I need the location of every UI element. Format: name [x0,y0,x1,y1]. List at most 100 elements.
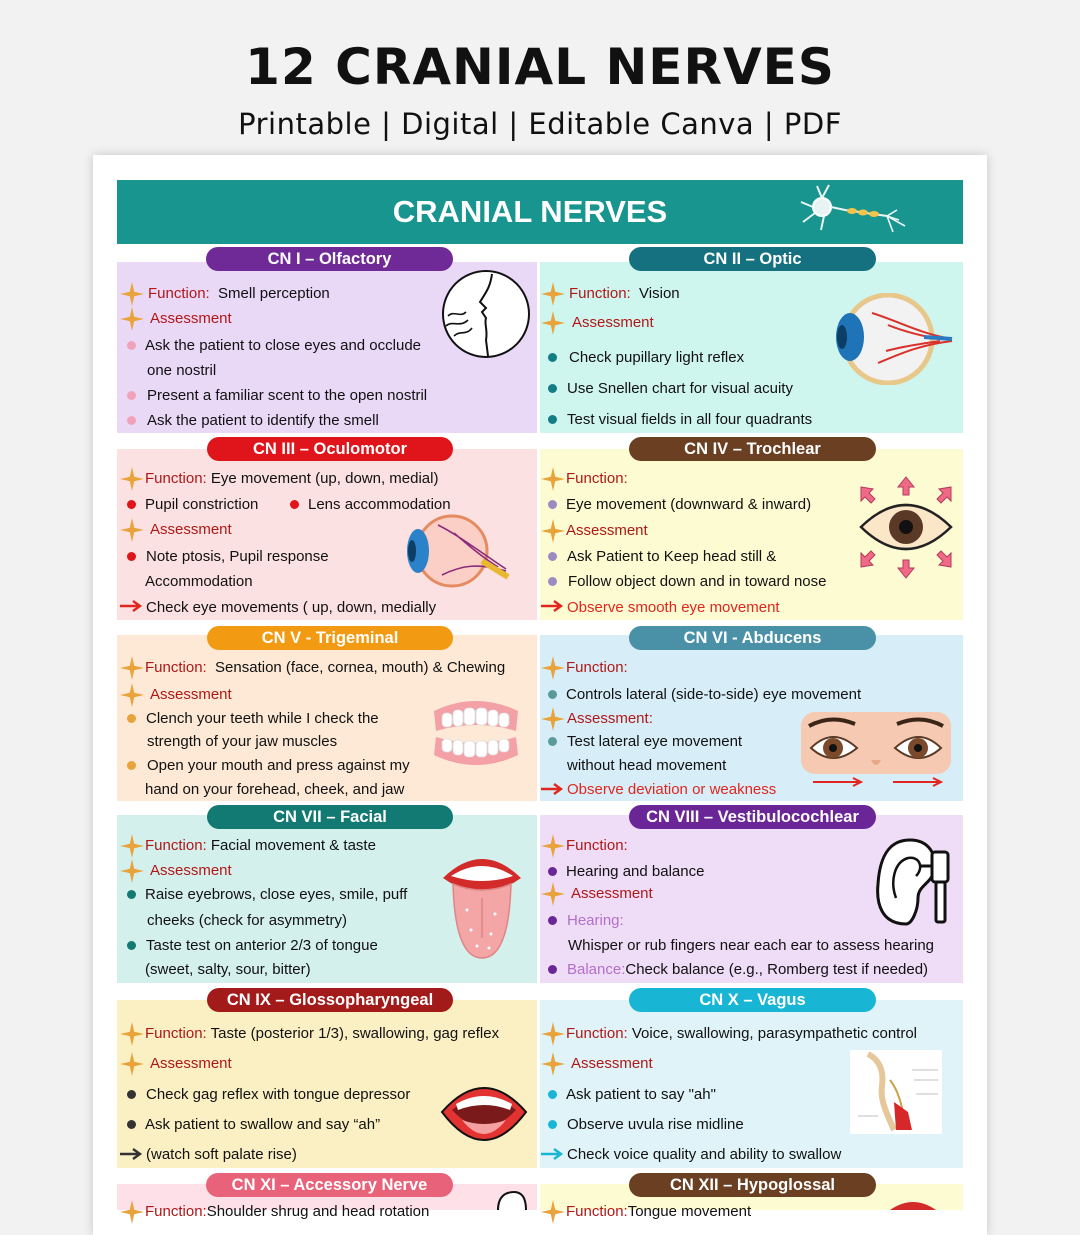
cn6-point: without head movement [567,757,727,774]
cn4-assessment-label: Assessment [566,522,648,539]
star-icon [120,683,144,707]
function-text: Tongue movement [627,1203,752,1220]
star-icon [120,1052,144,1076]
vagus-anatomy-icon [850,1050,942,1134]
function-label: Function: [569,285,631,302]
cn3-point: Check eye movements ( up, down, medially [146,599,437,616]
bullet-dot [127,391,136,400]
cn6-function-label: Function: [566,659,628,676]
cn8-hearing-text: Whisper or rub fingers near each ear to … [568,937,935,954]
cn4-point: Ask Patient to Keep head still & [567,548,777,565]
cn2-heading: CN II – Optic [629,247,876,271]
cn3-heading: CN III – Oculomotor [207,437,453,461]
cn10-point: Check voice quality and ability to swall… [567,1146,842,1163]
bullet-dot [127,341,136,350]
cn9-point: Check gag reflex with tongue depressor [146,1086,411,1103]
bullet-dot [127,552,136,561]
star-icon [541,834,565,858]
cn8-assessment-label: Assessment [571,885,653,902]
bullet-dot [548,737,557,746]
cn7-point: Raise eyebrows, close eyes, smile, puff [145,886,408,903]
star-icon [120,1022,144,1046]
bullet-dot [548,867,557,876]
balance-label: Balance: [567,961,626,978]
arrow-right-icon [120,1148,143,1160]
function-text: Facial movement & taste [210,837,376,854]
bullet-dot [548,552,557,561]
cn2-point: Check pupillary light reflex [569,349,745,366]
cn11-function: Function:Shoulder shrug and head rotatio… [145,1203,429,1220]
cn5-function: Function: Sensation (face, cornea, mouth… [145,659,505,676]
star-icon [541,882,565,906]
star-icon [541,311,565,335]
function-text: Taste (posterior 1/3), swallowing, gag r… [210,1025,500,1042]
arrow-right-icon [120,600,143,612]
function-label: Function: [145,1025,207,1042]
bullet-dot [548,965,557,974]
balance-text: Check balance (e.g., Romberg test if nee… [625,961,929,978]
star-icon [120,656,144,680]
cn1-point: one nostril [147,362,217,379]
star-icon [120,859,144,883]
bullet-dot [127,761,136,770]
eyeball-icon [407,514,510,588]
cn4-heading: CN IV – Trochlear [629,437,876,461]
cn12-function: Function:Tongue movement [566,1203,751,1220]
cn10-heading: CN X – Vagus [629,988,876,1012]
bullet-dot [548,1090,557,1099]
cn7-assessment-label: Assessment [150,862,232,879]
cn8-hearing-label: Hearing: [567,912,624,929]
bullet-dot [127,416,136,425]
page-title: 12 CRANIAL NERVES [245,38,835,96]
cn10-assessment-label: Assessment [571,1055,653,1072]
cn3-point: Accommodation [145,573,253,590]
cn11-heading: CN XI – Accessory Nerve [206,1173,453,1197]
bullet-dot [548,577,557,586]
star-icon [541,282,565,306]
star-icon [120,834,144,858]
cn5-point: hand on your forehead, cheek, and jaw [145,781,405,798]
star-icon [541,1022,565,1046]
bullet-dot [127,941,136,950]
star-icon [120,282,144,306]
cn2-point: Test visual fields in all four quadrants [567,411,813,428]
arrow-right-icon [541,1148,564,1160]
star-icon [120,1200,144,1224]
cn8-function-label: Function: [566,837,628,854]
cn7-heading: CN VII – Facial [207,805,453,829]
bullet-dot [127,1090,136,1099]
bullet-dot [127,714,136,723]
eyes-lateral-icon [801,712,951,787]
cn4-function-label: Function: [566,470,628,487]
function-text: Vision [639,285,680,302]
cn9-point: Ask patient to swallow and say “ah” [145,1116,381,1133]
cn5-assessment-label: Assessment [150,686,232,703]
cn9-point: (watch soft palate rise) [146,1146,297,1163]
open-mouth-icon [440,1087,528,1141]
tongue-icon [443,859,521,959]
bullet-dot [127,500,136,509]
function-label: Function: [145,1203,207,1220]
cn1-function: Function: Smell perception [148,285,330,302]
star-icon [541,467,565,491]
mouth-icon [890,1202,936,1210]
cn5-point: Open your mouth and press against my [147,757,410,774]
neuron-icon [800,184,906,233]
cn9-assessment-label: Assessment [150,1055,232,1072]
cn8-balance: Balance:Check balance (e.g., Romberg tes… [567,961,928,978]
cn7-point: (sweet, salty, sour, bitter) [145,961,311,978]
cn4-point: Follow object down and in toward nose [568,573,827,590]
cn6-heading: CN VI - Abducens [629,626,876,650]
cn7-point: Taste test on anterior 2/3 of tongue [146,937,378,954]
bullet-dot [548,690,557,699]
function-label: Function: [145,659,207,676]
cn10-point: Ask patient to say "ah" [566,1086,716,1103]
banner-title: CRANIAL NERVES [392,194,668,229]
bullet-dot [548,415,557,424]
cn2-assessment-label: Assessment [572,314,654,331]
teeth-icon [434,701,518,765]
cn6-point: Test lateral eye movement [567,733,743,750]
cn2-function: Function: Vision [569,285,680,302]
arrow-right-icon [541,600,564,612]
cn9-heading: CN IX – Glossopharyngeal [207,988,453,1012]
